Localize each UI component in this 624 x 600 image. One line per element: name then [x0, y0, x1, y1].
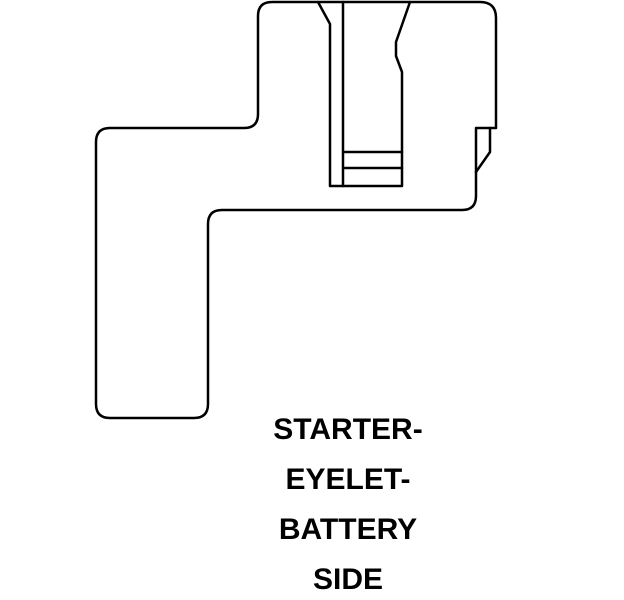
caption-line-1: STARTER-	[273, 413, 423, 446]
terminal-outline	[94, 0, 498, 420]
caption-line-3: BATTERY	[278, 513, 418, 546]
caption-line-2: EYELET-	[285, 463, 411, 496]
crimp-slot	[316, 0, 412, 188]
right-step-notch	[474, 126, 492, 174]
caption-line-4: SIDE	[312, 563, 384, 596]
